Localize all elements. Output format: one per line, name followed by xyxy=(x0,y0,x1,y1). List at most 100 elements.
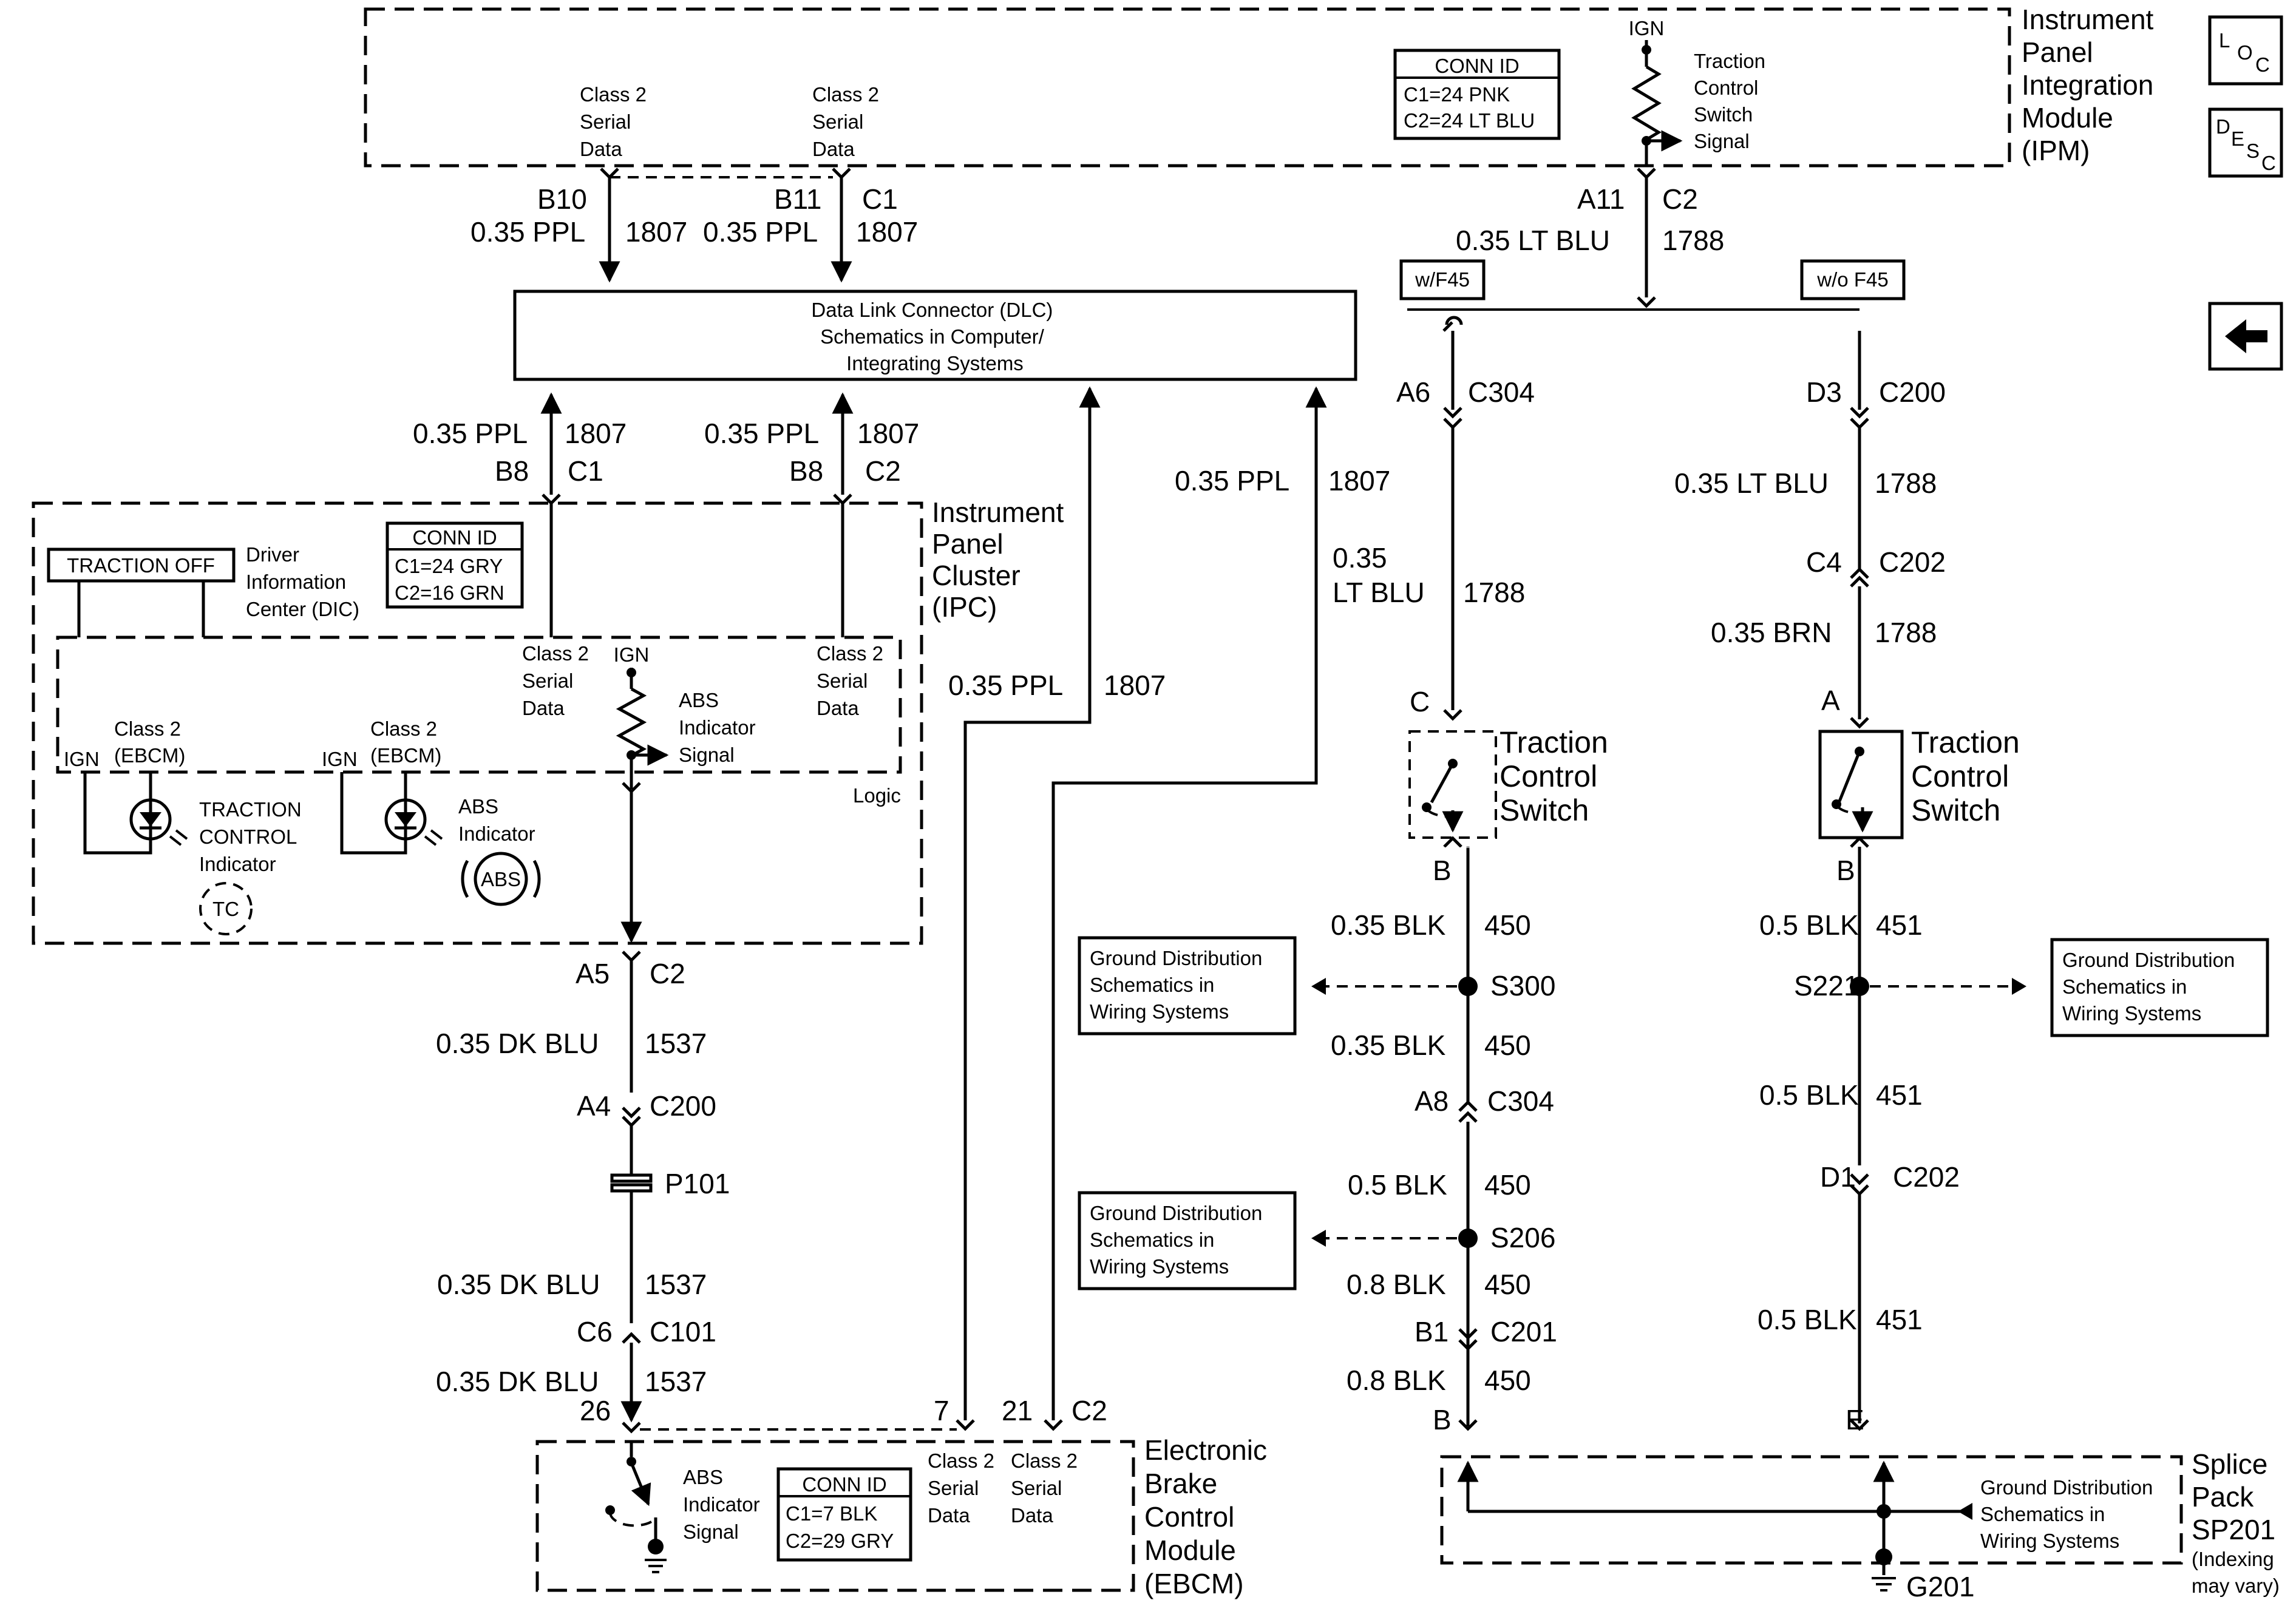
ipm-conn-id: CONN ID C1=24 PNK C2=24 LT BLU xyxy=(1393,49,1561,140)
desc-letter-c: C xyxy=(2261,152,2276,174)
svg-text:A11: A11 xyxy=(1577,183,1625,215)
svg-text:C101: C101 xyxy=(650,1316,716,1348)
ground-dist-box-s221[interactable]: Ground Distribution Schematics in Wiring… xyxy=(2050,938,2269,1037)
ebcm-module: 7 21 C2 Class 2 Serial Data Class 2 Seri… xyxy=(535,1395,1275,1599)
ebcm-class2-label-a: Class 2 Serial Data xyxy=(928,1449,1000,1527)
ground-dist-box-s300[interactable]: Ground Distribution Schematics in Wiring… xyxy=(1078,936,1297,1036)
ebcm-c2: C2 xyxy=(1072,1395,1107,1426)
svg-text:w/o F45: w/o F45 xyxy=(1816,268,1888,291)
svg-text:E: E xyxy=(1846,1404,1864,1436)
svg-text:1537: 1537 xyxy=(645,1269,707,1300)
svg-text:C304: C304 xyxy=(1468,376,1535,408)
svg-text:0.35 DK BLU: 0.35 DK BLU xyxy=(436,1366,599,1397)
desc-letter-e: E xyxy=(2231,127,2244,150)
svg-text:C2: C2 xyxy=(1662,183,1698,215)
ipc-ign-label-1: IGN xyxy=(64,748,100,770)
splice-pack-sp201: Ground Distribution Schematics in Wiring… xyxy=(1440,1448,2280,1602)
left-labels: A6 C304 C xyxy=(1396,376,1535,717)
switch-lever-icon xyxy=(1838,751,1861,802)
abs-badge-icon xyxy=(474,852,528,906)
svg-text:C202: C202 xyxy=(1879,546,1946,578)
s221-splice-icon xyxy=(1850,977,1869,996)
ebcm-title: Electronic Brake Control Module (EBCM) xyxy=(1144,1434,1275,1599)
svg-text:Ground Distribution Sche: Ground Distribution Schematics in Wiring… xyxy=(1090,947,1268,1023)
ipc-title: Instrument Panel Cluster (IPC) xyxy=(932,497,1072,623)
svg-text:Traction Control S: Traction Control Switch xyxy=(1911,725,2028,827)
svg-text:A5: A5 xyxy=(576,958,610,989)
svg-text:C2=24 LT BLU: C2=24 LT BLU xyxy=(1404,109,1535,132)
ipc-class2-label-l: Class 2 Serial Data xyxy=(522,642,594,719)
svg-text:450: 450 xyxy=(1484,909,1531,941)
svg-text:0.35 DK BLU: 0.35 DK BLU xyxy=(436,1028,599,1059)
location-button[interactable]: L O C xyxy=(2208,15,2283,86)
tc-indicator-label: TRACTION CONTROL Indicator xyxy=(199,798,307,875)
svg-text:C1: C1 xyxy=(568,455,603,487)
svg-text:0.35 PPL: 0.35 PPL xyxy=(470,216,585,248)
logic-label: Logic xyxy=(853,784,901,807)
loc-letter-c: C xyxy=(2255,53,2270,76)
ebcm-class2-label-b: Class 2 Serial Data xyxy=(1011,1449,1083,1527)
svg-text:1807: 1807 xyxy=(857,418,919,449)
description-button[interactable]: D E S C xyxy=(2208,107,2283,178)
ipc-abs-signal-label: ABS Indicator Signal xyxy=(679,689,761,766)
svg-text:C1: C1 xyxy=(862,183,898,215)
svg-text:1807: 1807 xyxy=(856,216,918,248)
svg-text:1807: 1807 xyxy=(565,418,627,449)
svg-text:C304: C304 xyxy=(1487,1085,1554,1117)
back-button[interactable] xyxy=(2208,302,2283,371)
svg-text:C6: C6 xyxy=(577,1316,613,1348)
svg-text:B11: B11 xyxy=(774,183,821,215)
svg-text:0.5 BLK: 0.5 BLK xyxy=(1759,1079,1859,1111)
svg-text:0.8 BLK: 0.8 BLK xyxy=(1347,1364,1446,1396)
svg-text:0.35 PPL: 0.35 PPL xyxy=(1175,465,1289,497)
abs-indicator-label: ABS Indicator xyxy=(458,795,535,845)
svg-text:C200: C200 xyxy=(650,1090,716,1122)
svg-text:A6: A6 xyxy=(1396,376,1430,408)
svg-text:CONN ID: CONN ID xyxy=(1435,55,1519,77)
svg-text:C4: C4 xyxy=(1806,546,1842,578)
svg-text:0.5 BLK: 0.5 BLK xyxy=(1348,1169,1447,1201)
ground-g201-icon xyxy=(1872,1577,1896,1592)
loc-letter-l: L xyxy=(2219,29,2230,52)
mid-wire-labels: 0.35 PPL 1807 0.35 LT BLU 1788 0.35 PPL … xyxy=(948,465,1525,701)
svg-text:1807: 1807 xyxy=(1104,670,1166,701)
ebcm-pin-21: 21 xyxy=(1002,1395,1033,1426)
tc-badge-text: TC xyxy=(212,898,239,920)
svg-text:1807: 1807 xyxy=(625,216,687,248)
ground-dist-box-s206[interactable]: Ground Distribution Schematics in Wiring… xyxy=(1078,1191,1297,1290)
ebcm-conn-id: CONN ID C1=7 BLK C2=29 GRY xyxy=(776,1467,912,1562)
svg-text:D1: D1 xyxy=(1820,1161,1856,1193)
svg-text:B: B xyxy=(1836,855,1855,886)
s206-splice-icon xyxy=(1458,1229,1478,1248)
svg-text:Data Link Connector (DLC): Data Link Connector (DLC) Schematics in … xyxy=(811,299,1058,375)
svg-text:0.35 LT BLU: 0.35 LT BLU xyxy=(1456,225,1610,256)
ipm-class2-label-b: Class 2 Serial Data xyxy=(812,83,885,160)
svg-text:1788: 1788 xyxy=(1875,617,1937,648)
svg-text:0.5 BLK: 0.5 BLK xyxy=(1758,1304,1857,1335)
ipc-module: Instrument Panel Cluster (IPC) TRACTION … xyxy=(32,497,1072,945)
svg-text:S221: S221 xyxy=(1794,970,1859,1002)
ebcm-pin-7: 7 xyxy=(934,1395,949,1426)
svg-text:0.35 BRN: 0.35 BRN xyxy=(1711,617,1832,648)
svg-text:1807: 1807 xyxy=(1328,465,1390,497)
svg-text:450: 450 xyxy=(1484,1169,1531,1201)
svg-text:1788: 1788 xyxy=(1463,577,1525,608)
traction-off-text: TRACTION OFF xyxy=(67,554,215,577)
svg-text:0.8 BLK: 0.8 BLK xyxy=(1347,1269,1446,1300)
svg-text:B1: B1 xyxy=(1415,1316,1449,1348)
svg-text:S206: S206 xyxy=(1490,1222,1555,1253)
svg-text:451: 451 xyxy=(1876,1304,1923,1335)
svg-text:A4: A4 xyxy=(577,1090,611,1122)
ipc-class2-ebcm-label-2: Class 2 (EBCM) xyxy=(370,717,443,767)
desc-letter-d: D xyxy=(2216,115,2230,138)
ground-icon xyxy=(645,1559,667,1573)
right-labels: D3 C200 0.35 LT BLU 1788 C4 C202 0.35 BR… xyxy=(1674,376,1946,716)
svg-text:451: 451 xyxy=(1876,1079,1923,1111)
svg-text:1537: 1537 xyxy=(645,1366,707,1397)
svg-text:B8: B8 xyxy=(495,455,529,487)
desc-letter-s: S xyxy=(2246,140,2260,162)
svg-text:S300: S300 xyxy=(1490,970,1555,1002)
ipc-class2-label-r: Class 2 Serial Data xyxy=(817,642,889,719)
right-branch-wire-labels: B 0.5 BLK 451 S221 0.5 BLK 451 D1 C202 0… xyxy=(1758,855,1960,1436)
